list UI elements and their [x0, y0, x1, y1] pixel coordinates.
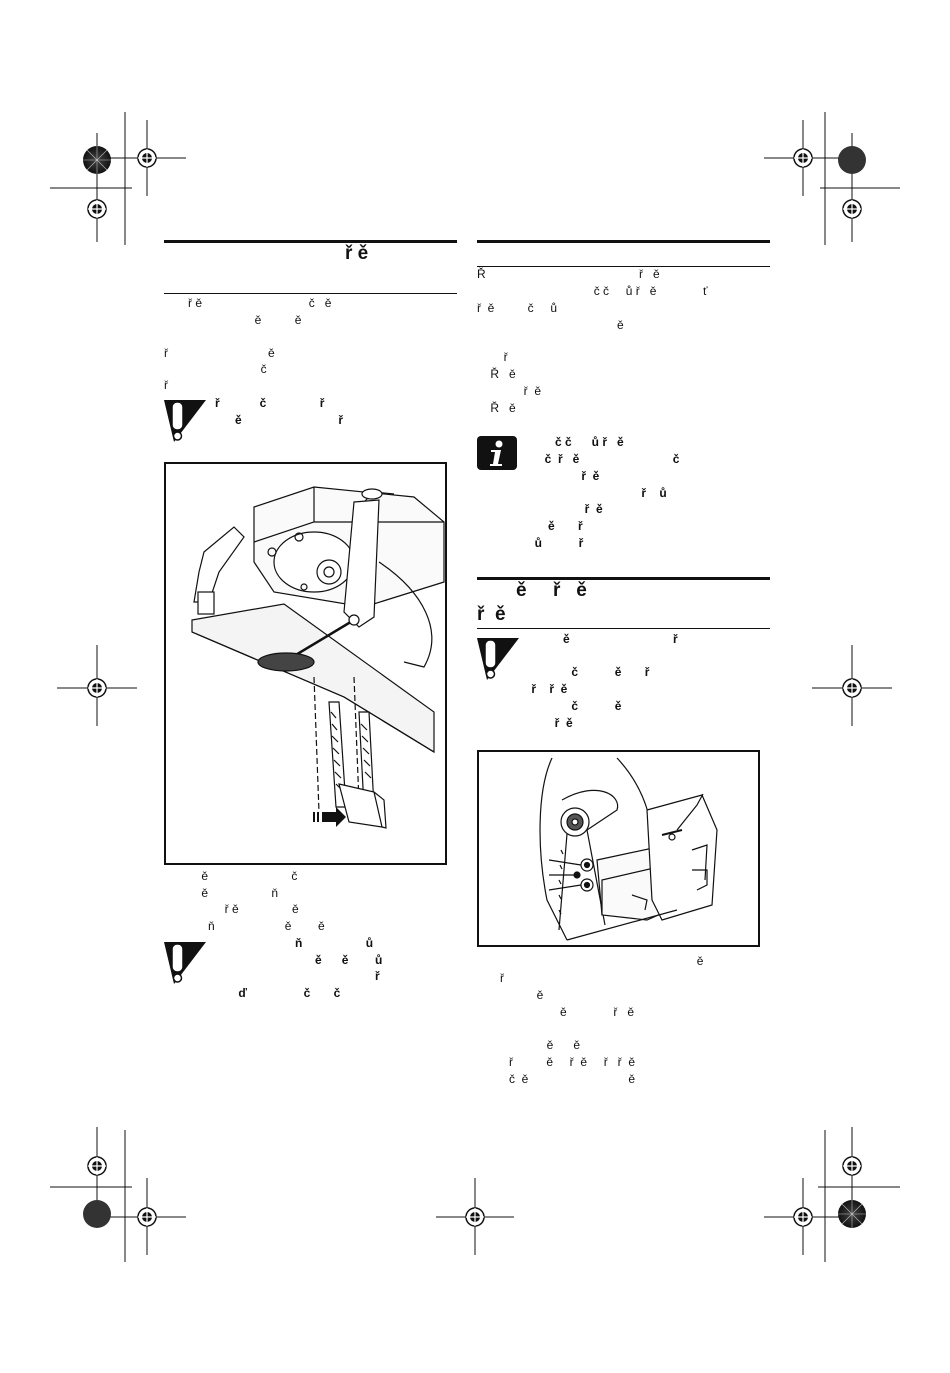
- text-line: ř č ř: [215, 396, 325, 410]
- text-line: ř: [215, 969, 380, 983]
- text-line: č ě: [528, 699, 622, 713]
- right-heading-2-rule-top: [477, 577, 770, 580]
- warning-exclamation-icon: [164, 400, 206, 442]
- text-line: ě ř: [215, 413, 344, 427]
- text-line: ř ě: [528, 502, 603, 516]
- right-heading-rule-bottom: [477, 266, 770, 267]
- text-line: ř ě č ě: [188, 296, 332, 310]
- text-line: č č ů ř ě: [555, 435, 624, 449]
- text-line: ě: [500, 954, 704, 968]
- right-heading-2-rule-bottom: [477, 628, 770, 629]
- right-heading-2-line-2: ř ě: [477, 604, 506, 625]
- saw-guard-screw-illustration: [539, 757, 718, 941]
- text-line: ř ě: [528, 469, 600, 483]
- warning-exclamation-icon: [164, 942, 206, 984]
- text-line: Ř ř ě: [477, 267, 660, 281]
- text-line: ď č č: [215, 986, 341, 1000]
- saw-blade-removal-illustration: [191, 486, 445, 829]
- text-line: ř: [164, 378, 168, 392]
- warning-exclamation-icon: [477, 638, 519, 680]
- text-line: č ě ř: [528, 665, 650, 679]
- left-heading-rule-top: [164, 240, 457, 243]
- saw-guard-illustration-frame: [477, 750, 760, 947]
- text-line: č ř ě č: [528, 452, 680, 466]
- text-line: ř ě ě: [188, 902, 299, 916]
- text-line: ě ř ě: [500, 1005, 635, 1019]
- text-line: ě č: [188, 869, 298, 883]
- text-line: ř ě: [528, 716, 573, 730]
- right-heading-2-line-1: ě ř ě: [516, 580, 587, 601]
- text-line: ř ě č ů: [477, 301, 558, 315]
- text-line: ň ě ě: [188, 919, 325, 933]
- text-line: č: [164, 362, 267, 376]
- saw-illustration-frame: [164, 462, 447, 865]
- text-line: č ě ě: [509, 1072, 636, 1086]
- text-line: ř ě ř ě ř ř ě: [509, 1055, 636, 1069]
- text-line: ň ů: [215, 936, 374, 950]
- text-line: ů ř: [528, 536, 584, 550]
- text-line: ě ě ů: [215, 953, 383, 967]
- right-heading-rule-top: [477, 240, 770, 243]
- text-line: ě: [500, 988, 544, 1002]
- left-heading-rule-bottom: [164, 293, 457, 294]
- text-line: ě: [477, 318, 624, 332]
- text-line: Ř ě: [477, 401, 516, 415]
- text-line: ě ř: [528, 519, 583, 533]
- text-line: Ř ě: [477, 367, 516, 381]
- text-line: ř ě: [477, 384, 542, 398]
- info-i-icon: [477, 436, 517, 470]
- text-line: ě ě: [500, 1038, 581, 1052]
- text-line: ě ň: [188, 886, 279, 900]
- text-line: ř ř ě: [528, 682, 568, 696]
- text-line: ř ě: [164, 346, 275, 360]
- text-line: ě ě: [188, 313, 302, 327]
- text-line: ě ř: [563, 632, 678, 646]
- left-heading: ř ě: [345, 243, 369, 264]
- text-line: ř: [500, 971, 504, 985]
- text-line: č č ů ř ě ť: [477, 284, 708, 298]
- text-line: ř: [477, 350, 508, 364]
- text-line: ř ů: [528, 486, 667, 500]
